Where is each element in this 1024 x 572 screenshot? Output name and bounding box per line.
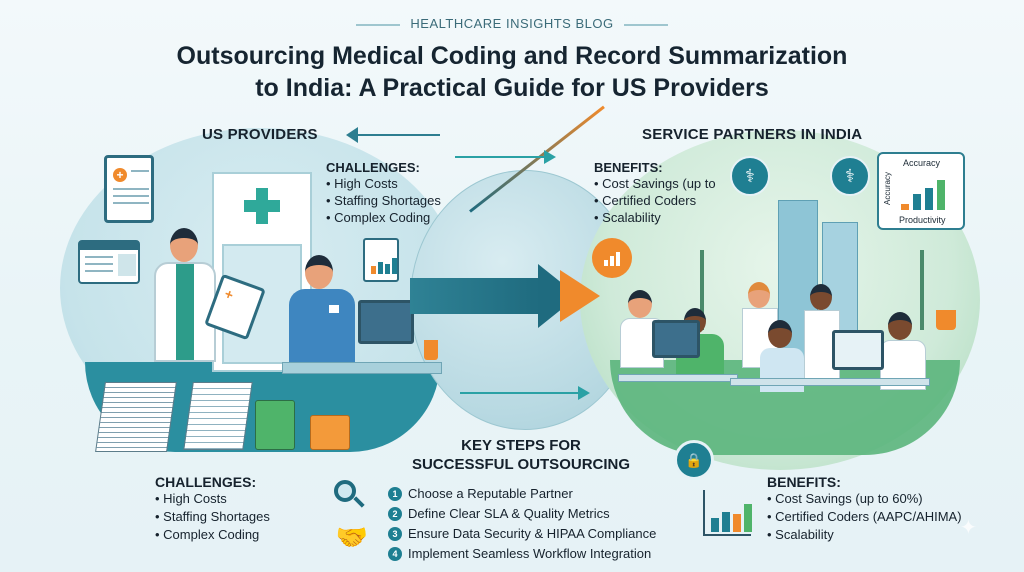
flow-arrow-head-orange [560, 270, 600, 322]
challenge-item: Staffing Shortages [155, 508, 270, 526]
return-arrow [350, 134, 440, 136]
us-challenges-heading: CHALLENGES: [326, 160, 420, 175]
title-line-2: to India: A Practical Guide for US Provi… [255, 74, 769, 102]
key-steps-heading: KEY STEPS FOR SUCCESSFUL OUTSOURCING [396, 436, 646, 474]
chart-card-bottom-label: Productivity [899, 215, 946, 225]
key-step-item: 3 Ensure Data Security & HIPAA Compliance [388, 524, 656, 544]
computer-monitor-icon [358, 300, 414, 344]
orange-folder-icon [310, 415, 350, 450]
eyebrow-label: HEALTHCARE INSIGHTS BLOG [410, 16, 614, 31]
palm-tree-icon [700, 250, 704, 330]
step-number-badge: 4 [388, 547, 402, 561]
document-stack-icon [183, 382, 253, 450]
step-label: Define Clear SLA & Quality Metrics [408, 506, 610, 521]
challenge-item: Complex Coding [326, 209, 441, 226]
challenge-item: High Costs [326, 175, 441, 192]
us-challenges-block: CHALLENGES: High Costs Staffing Shortage… [326, 160, 441, 226]
bottom-benefits-heading: BENEFITS: [767, 474, 841, 490]
green-folder-icon [255, 400, 295, 450]
challenge-item: Complex Coding [155, 526, 270, 544]
accuracy-productivity-chart-card: Accuracy Accuracy Productivity [877, 152, 965, 230]
lock-glyph: 🔒 [685, 451, 703, 468]
plant-icon [424, 340, 438, 360]
step-number-badge: 1 [388, 487, 402, 501]
doctor-figure [150, 228, 220, 362]
india-partners-heading: SERVICE PARTNERS IN INDIA [642, 126, 863, 143]
key-step-item: 4 Implement Seamless Workflow Integration [388, 544, 656, 564]
outsourcing-flow-arrow [410, 278, 540, 314]
blog-eyebrow: HEALTHCARE INSIGHTS BLOG [0, 16, 1024, 31]
medical-coder-figure [285, 255, 355, 365]
medical-record-clipboard-icon: + [104, 155, 154, 223]
bottom-benefits-block: BENEFITS: Cost Savings (up to 60%) Certi… [767, 474, 962, 544]
teal-curve-arrow [455, 156, 545, 158]
chart-card-top-label: Accuracy [903, 158, 941, 168]
key-steps-heading-line-2: SUCCESSFUL OUTSOURCING [411, 456, 631, 473]
bottom-teal-arrow-head [578, 386, 590, 400]
bottom-teal-arrow [460, 392, 580, 394]
bottom-benefits-list: Cost Savings (up to 60%) Certified Coder… [767, 490, 962, 544]
challenge-item: Staffing Shortages [326, 192, 441, 209]
bottom-challenges-heading: CHALLENGES: [155, 474, 257, 490]
title-line-1: Outsourcing Medical Coding and Record Su… [176, 42, 848, 70]
report-chart-clipboard-icon [363, 238, 399, 282]
step-number-badge: 3 [388, 527, 402, 541]
bottom-challenges-block: CHALLENGES: High Costs Staffing Shortage… [155, 474, 270, 544]
stethoscope-icon: ⚕ [830, 156, 870, 196]
benefit-item: Scalability [767, 526, 962, 544]
challenge-item: High Costs [155, 490, 270, 508]
paper-stack-icon [95, 382, 177, 452]
step-label: Implement Seamless Workflow Integration [408, 546, 652, 561]
desk [282, 362, 442, 374]
page-title: Outsourcing Medical Coding and Record Su… [0, 40, 1024, 104]
key-step-item: 2 Define Clear SLA & Quality Metrics [388, 504, 656, 524]
return-arrow-head [346, 127, 358, 143]
sparkle-icon: ✦ [960, 517, 977, 539]
chart-card-side-label: Accuracy [882, 172, 892, 205]
india-benefits-block: BENEFITS: Cost Savings (up to Certified … [594, 160, 716, 226]
step-number-badge: 2 [388, 507, 402, 521]
step-label: Choose a Reputable Partner [408, 486, 573, 501]
caduceus-icon: ⚕ [730, 156, 770, 196]
benefit-item: Certified Coders [594, 192, 716, 209]
india-benefits-heading: BENEFITS: [594, 160, 663, 175]
medical-cross-icon [244, 188, 280, 224]
india-team-figures [618, 282, 956, 410]
shield-lock-icon: 🔒 [674, 440, 714, 480]
divider-right [623, 23, 668, 26]
us-providers-heading: US PROVIDERS [202, 126, 318, 143]
india-benefits-list: Cost Savings (up to Certified Coders Sca… [594, 175, 716, 226]
bottom-challenges-list: High Costs Staffing Shortages Complex Co… [155, 490, 270, 544]
us-challenges-list: High Costs Staffing Shortages Complex Co… [326, 175, 441, 226]
benefit-item: Cost Savings (up to [594, 175, 715, 192]
bottom-growth-chart-icon [703, 490, 752, 536]
teal-curve-arrow-head [544, 150, 556, 164]
step-label: Ensure Data Security & HIPAA Compliance [408, 526, 657, 541]
divider-left [356, 23, 401, 26]
palm-tree-icon [920, 250, 924, 330]
benefit-item: Cost Savings (up to 60%) [767, 490, 962, 508]
benefit-item: Scalability [594, 209, 716, 226]
handshake-icon: 🤝 [335, 522, 369, 552]
key-steps-list: 1 Choose a Reputable Partner 2 Define Clea… [388, 484, 656, 564]
key-step-item: 1 Choose a Reputable Partner [388, 484, 656, 504]
key-steps-heading-line-1: KEY STEPS FOR [461, 437, 581, 454]
magnifier-icon [334, 480, 365, 510]
patient-record-window-icon [78, 240, 140, 284]
benefit-item: Certified Coders (AAPC/AHIMA) [767, 508, 961, 526]
growth-chart-icon [592, 238, 632, 278]
